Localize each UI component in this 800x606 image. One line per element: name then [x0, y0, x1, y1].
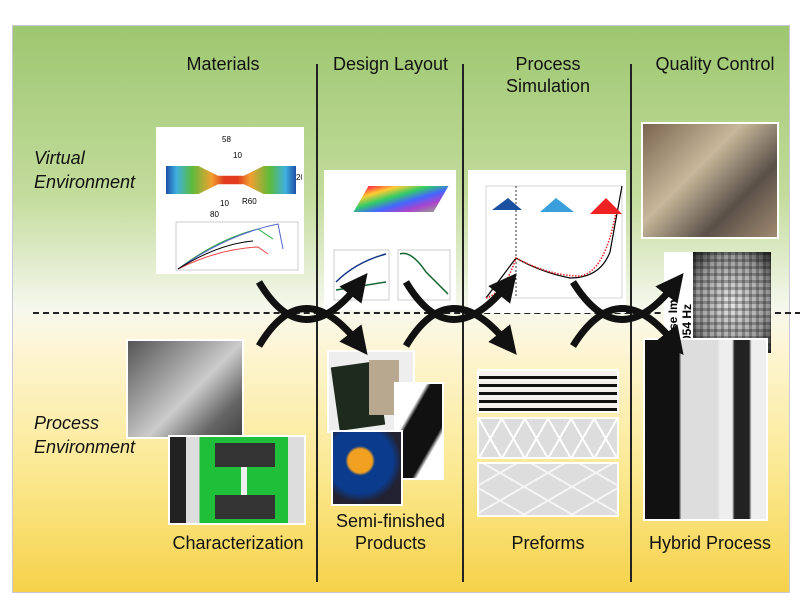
heading-characterization: Characterization	[172, 533, 304, 553]
diagram-frame: Materials Design Layout Process Simulati…	[12, 25, 800, 593]
heading-materials: Materials	[186, 54, 260, 74]
arrow-pair-2	[402, 273, 517, 355]
arrow-pair-3	[570, 272, 684, 356]
dimension-label: R60	[242, 197, 257, 206]
heading-process-simulation: Process Simulation	[505, 54, 591, 96]
stress-strain-plot	[175, 221, 299, 271]
hybrid-process-photo	[643, 338, 768, 521]
phase-image	[693, 252, 771, 353]
column-divider	[316, 64, 318, 582]
arrow-down-icon	[402, 305, 517, 355]
dimension-label: 10	[233, 151, 242, 160]
environment-divider	[33, 312, 800, 314]
interaction-arrows	[255, 272, 684, 356]
quality-control-photo	[641, 122, 779, 239]
dimension-label: 10	[220, 199, 229, 208]
dimension-label: 20	[296, 173, 302, 182]
heading-preforms: Preforms	[511, 533, 585, 553]
label-process-environment: Process Environment	[34, 413, 136, 457]
lower-grip	[215, 495, 275, 519]
heading-design-layout: Design Layout	[332, 54, 449, 74]
heading-semi-finished-products: Semi-finished Products	[335, 511, 446, 553]
tensile-test-photo	[168, 435, 306, 525]
preform-photo-3	[477, 462, 619, 517]
column-divider	[462, 64, 464, 582]
arrow-up-icon	[255, 272, 368, 323]
heading-hybrid-process: Hybrid Process	[648, 533, 772, 553]
preform-photo-1	[477, 369, 619, 413]
spool-photo	[331, 430, 403, 506]
materials-figure: 58 10 10 R60 20 80	[156, 127, 304, 274]
dimension-label: 80	[210, 210, 219, 219]
heading-quality-control: Quality Control	[655, 54, 775, 74]
column-divider	[630, 64, 632, 582]
label-virtual-environment: Virtual Environment	[34, 148, 136, 192]
arrow-up-icon	[570, 272, 684, 323]
upper-grip	[215, 443, 275, 467]
specimen	[241, 467, 247, 495]
preform-photo-2	[477, 417, 619, 459]
arrow-up-icon	[402, 273, 517, 323]
arrow-down-icon	[570, 305, 684, 356]
arrow-pair-1	[255, 272, 368, 356]
arrow-down-icon	[255, 305, 368, 356]
dimension-label: 58	[222, 135, 231, 144]
